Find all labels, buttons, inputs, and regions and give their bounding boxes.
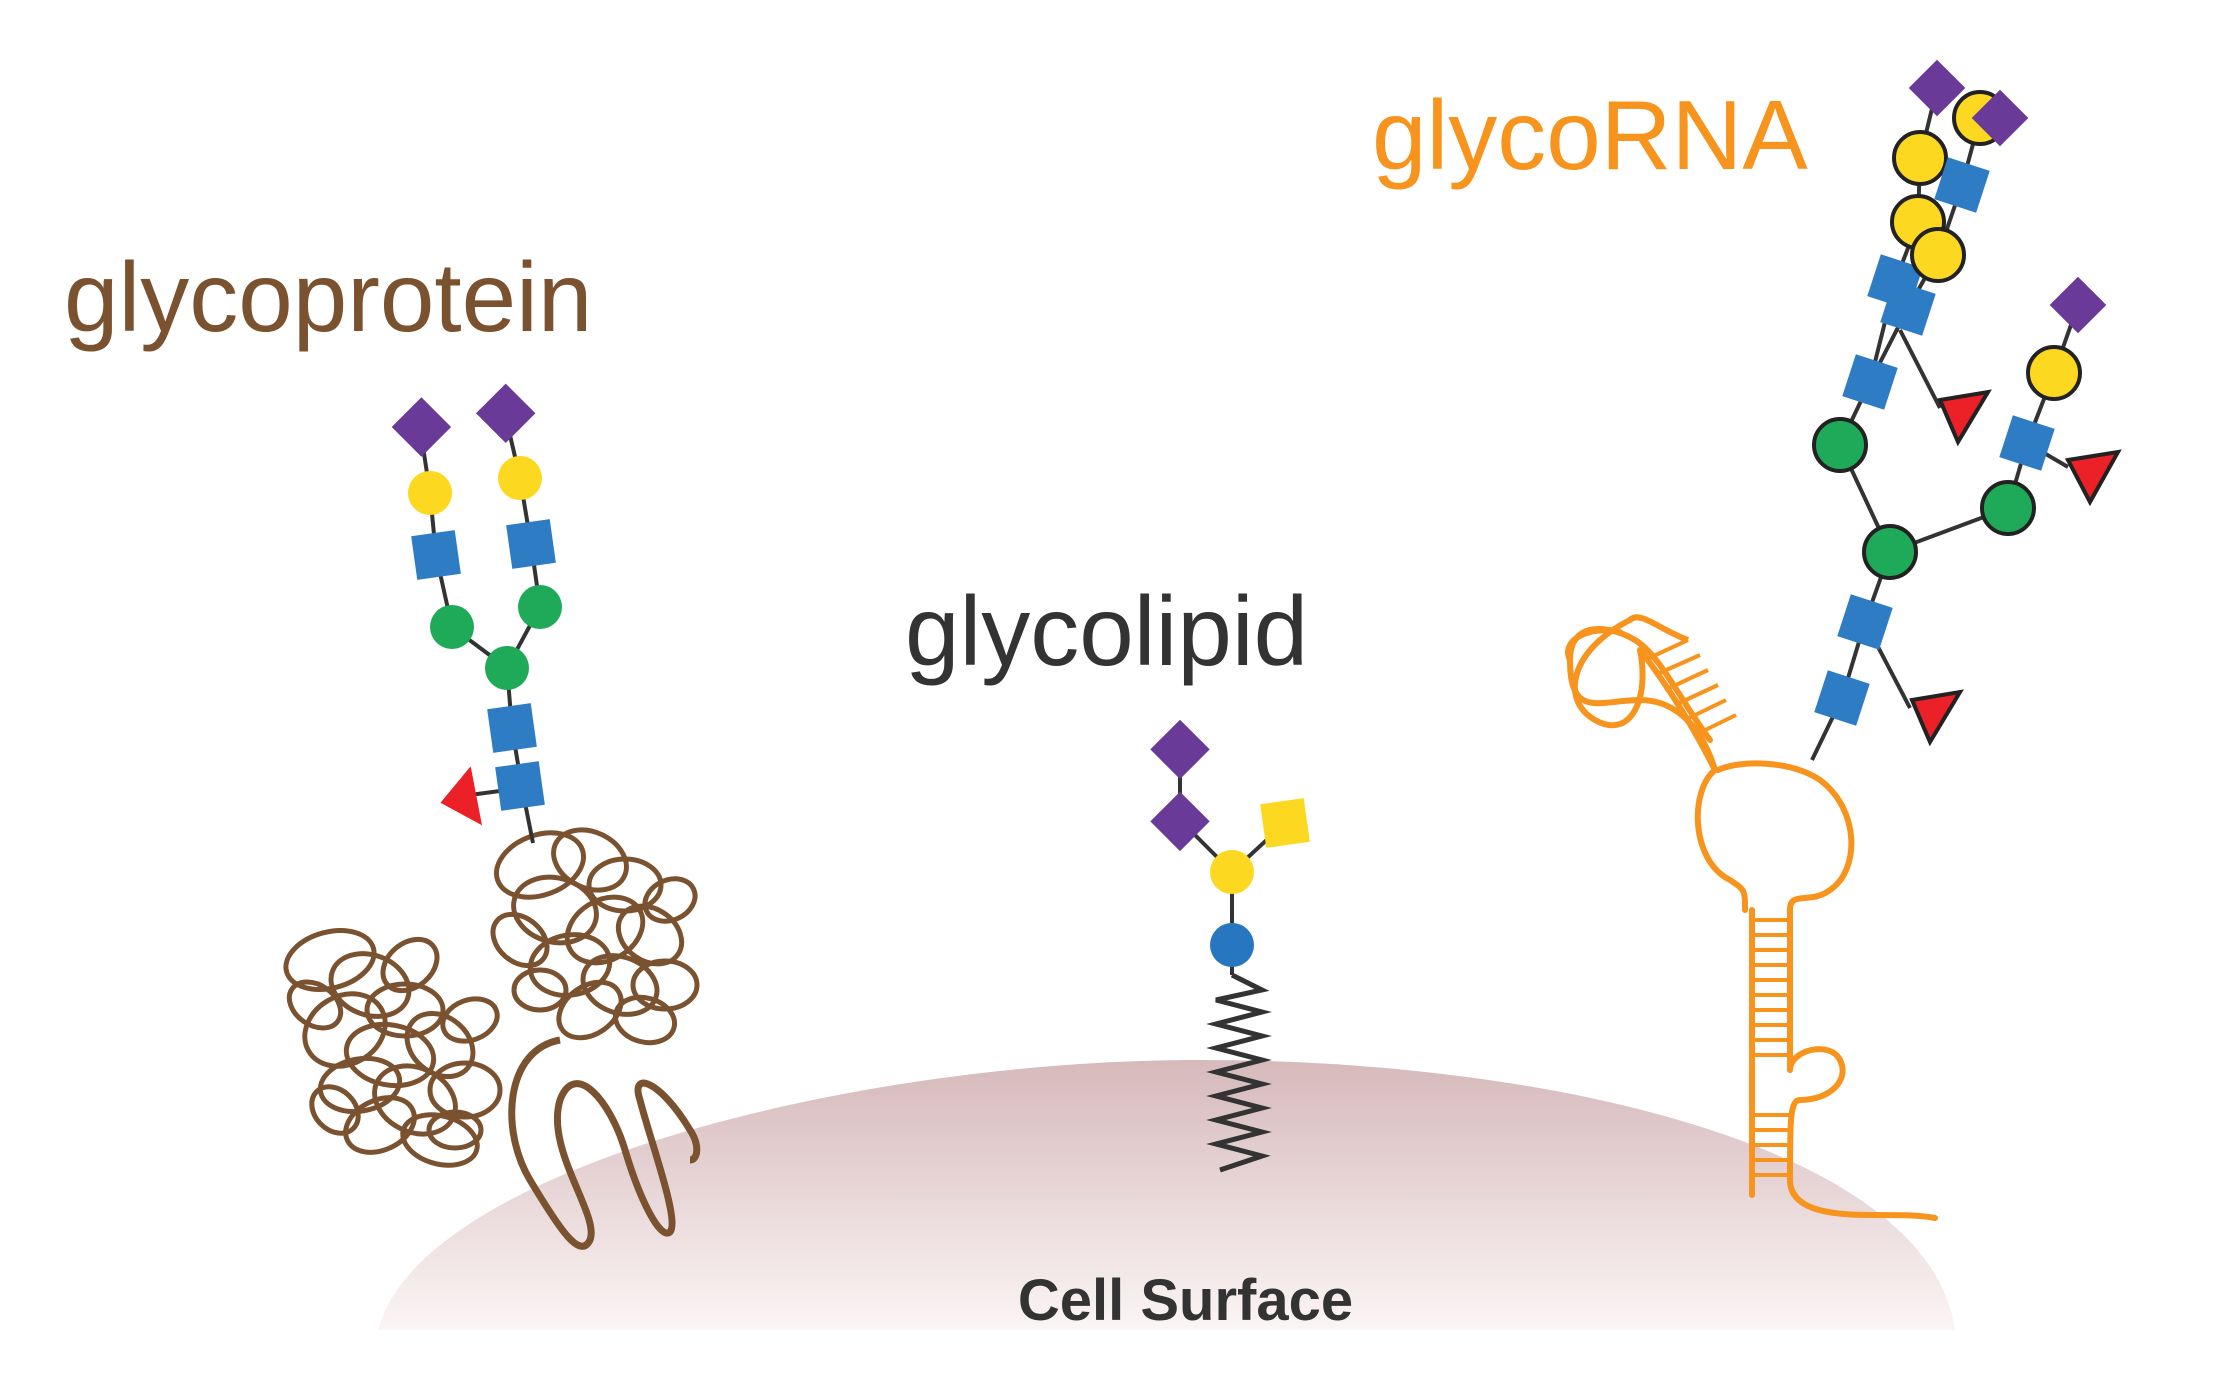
fucose-icon [440,766,483,826]
mannose-icon [1862,524,1918,580]
glcnac-icon [1999,415,2055,471]
galactose-icon [1210,850,1254,894]
sialic-acid-icon [1150,791,1210,852]
mannose-icon [430,605,474,649]
sialic-acid-icon [391,397,452,457]
glycorna-glycan [1812,59,2122,747]
glcnac-icon [1837,594,1893,650]
mannose-icon [518,585,562,629]
protein-domain-right [490,827,700,1046]
glcnac-icon [1842,354,1898,410]
mannose-icon[interactable] [485,646,529,690]
glycolipid-structure [1150,719,1310,1173]
fucose-icon [2064,449,2122,507]
glycorna-label: glycoRNA [1372,80,1808,190]
glycoprotein-structure [283,827,701,1250]
glcnac-icon [1814,670,1870,726]
sialic-acid-icon [1150,719,1210,780]
glycoprotein-label: glycoprotein [64,242,593,352]
fucose-icon [1909,689,1964,747]
glcnac-icon [487,703,537,753]
protein-loop [508,1036,701,1250]
glcnac-icon [411,530,461,580]
sialic-acid-icon [1971,89,2029,147]
glcnac-icon [1934,157,1990,213]
glcnac-icon [506,519,556,569]
glcnac-icon [1880,280,1936,336]
glycolipid-label: glycolipid [905,576,1309,686]
mannose-icon [1980,480,2036,536]
glcnac-icon [495,761,545,811]
fucose-icon [1937,389,1992,447]
rna-hairpin-loop [1571,614,1690,729]
galactose-icon [1892,130,1948,186]
cell-surface [378,1060,1955,1330]
rna-base-pairs [1644,638,1790,1177]
galactose-icon [2026,345,2082,401]
lipid-tail [1206,972,1272,1173]
sialic-acid-icon [1908,59,1966,117]
galactose-icon [1910,227,1966,283]
galactose-icon [498,456,542,500]
sialic-acid-icon [2049,276,2107,334]
galnac-icon [1260,798,1310,848]
galactose-icon [408,471,452,515]
cell-surface-label-wrap: Cell Surface [0,1272,2223,1330]
protein-domain-left [283,928,503,1168]
mannose-icon [1812,417,1868,473]
cell-surface-label: Cell Surface [1017,1268,1354,1333]
glycoprotein-glycan [391,383,562,826]
sialic-acid-icon [476,383,536,443]
glucose-icon [1210,923,1254,967]
